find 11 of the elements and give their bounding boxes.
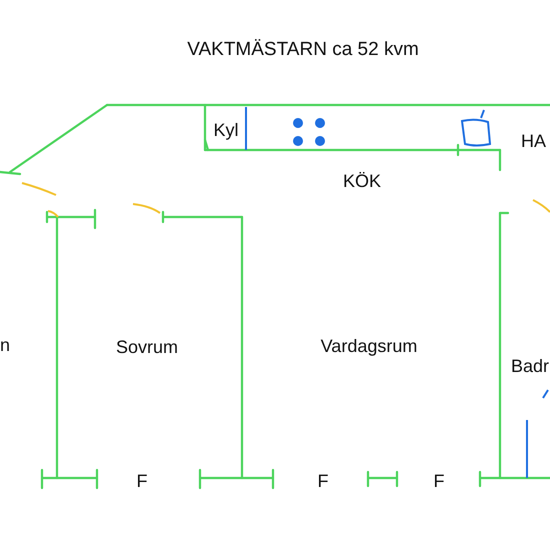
room-label: KÖK xyxy=(343,170,381,192)
room-label: Badr xyxy=(511,355,550,377)
room-label: Vardagsrum xyxy=(320,335,418,357)
room-label: HA xyxy=(521,130,546,152)
room-label: n xyxy=(0,334,10,356)
wall-mark-label: F xyxy=(318,470,328,492)
plan-title: VAKTMÄSTARN ca 52 kvm xyxy=(187,39,419,61)
wall-mark-label: F xyxy=(434,470,444,492)
room-label: Sovrum xyxy=(116,336,178,358)
room-label: Kyl xyxy=(214,119,238,141)
wall-mark-label: F xyxy=(136,470,148,492)
